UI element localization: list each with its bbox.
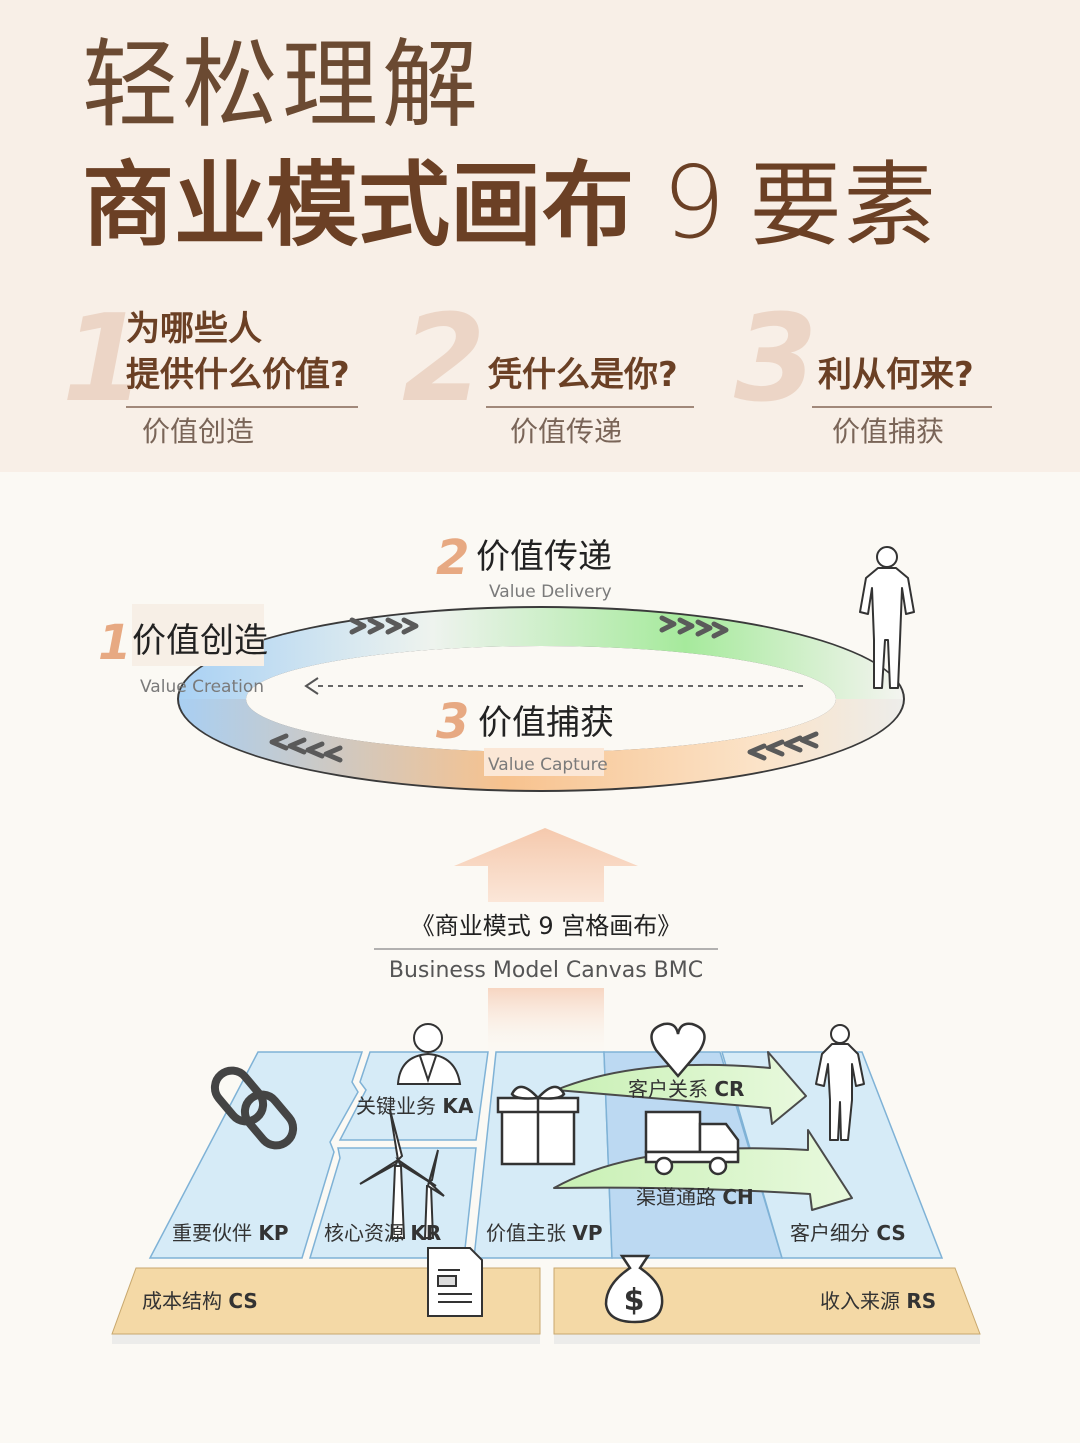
capture-label: 价值捕获 xyxy=(478,703,614,743)
vp-label: 价值主张 VP xyxy=(486,1221,603,1245)
title-line-1: 轻松理解 xyxy=(82,29,482,141)
customer-relationship-arrow xyxy=(555,1051,807,1125)
ring-chevrons-top xyxy=(349,615,729,639)
chain-link-icon xyxy=(210,1066,298,1150)
question-1-line1: 为哪些人 xyxy=(126,309,262,349)
creation-label: 价值创造 xyxy=(132,621,268,661)
question-3-divider xyxy=(812,406,992,408)
ka-label: 关键业务 KA xyxy=(356,1094,474,1118)
businessman-icon xyxy=(396,1023,462,1085)
ring-chevrons-bottom xyxy=(269,731,819,763)
revenue-streams-block xyxy=(553,1267,981,1335)
return-arrow xyxy=(304,677,806,695)
invoice-document-icon xyxy=(427,1247,483,1317)
creation-label-bg xyxy=(132,604,264,666)
dollar-sign-icon: $ xyxy=(624,1283,645,1318)
question-2-divider xyxy=(486,406,694,408)
question-3-line2: 利从何来? xyxy=(818,355,974,395)
question-1-line2: 提供什么价值? xyxy=(126,355,350,395)
up-arrow xyxy=(454,828,638,1058)
kr-label: 核心资源 KR xyxy=(324,1221,441,1245)
customer-figure-icon xyxy=(859,546,915,689)
question-1-number: 1 xyxy=(62,290,146,429)
key-partners-block xyxy=(148,1051,364,1259)
title-number: 9 xyxy=(662,144,726,261)
delivery-label-en: Value Delivery xyxy=(489,582,612,602)
question-2-number: 2 xyxy=(402,290,486,429)
question-3-number: 3 xyxy=(734,290,818,429)
question-2-line2: 凭什么是你? xyxy=(488,355,678,395)
gift-box-icon xyxy=(496,1085,580,1166)
cs-segment-label: 客户细分 CS xyxy=(790,1221,906,1245)
customer-segment-figure-icon xyxy=(815,1024,865,1141)
heart-icon xyxy=(650,1022,706,1078)
canvas-title: 《商业模式 9 宫格画布》 xyxy=(411,912,682,940)
title-main: 商业模式画布 xyxy=(82,152,635,259)
revenue-streams-label: 收入来源 RS xyxy=(820,1289,936,1313)
capture-number: 3 xyxy=(436,694,469,750)
money-bag-icon: $ xyxy=(604,1254,664,1324)
question-1-divider xyxy=(126,406,358,408)
ch-label: 渠道通路 CH xyxy=(636,1185,754,1209)
creation-label-en: Value Creation xyxy=(140,677,264,697)
title-suffix: 要素 xyxy=(749,152,938,259)
wind-turbine-icon xyxy=(359,1109,445,1239)
bmc-diagram: 1 价值创造 Value Creation 2 价值传递 Value Deliv… xyxy=(98,530,981,1344)
cost-structure-label: 成本结构 CS xyxy=(142,1289,258,1313)
capture-label-en: Value Capture xyxy=(488,755,608,775)
question-2-sub: 价值传递 xyxy=(510,415,623,448)
canvas-grid xyxy=(111,1051,981,1344)
cr-label: 客户关系 CR xyxy=(628,1077,744,1101)
question-3-sub: 价值捕获 xyxy=(832,415,945,448)
creation-number: 1 xyxy=(98,615,131,671)
channel-arrow xyxy=(553,1129,853,1211)
delivery-number: 2 xyxy=(436,530,469,586)
canvas-subtitle: Business Model Canvas BMC xyxy=(389,958,703,983)
question-1-sub: 价值创造 xyxy=(142,415,255,448)
capture-label-bg xyxy=(484,748,604,776)
delivery-truck-icon xyxy=(644,1110,740,1176)
delivery-label: 价值传递 xyxy=(476,537,612,577)
kp-label: 重要伙伴 KP xyxy=(172,1221,289,1245)
